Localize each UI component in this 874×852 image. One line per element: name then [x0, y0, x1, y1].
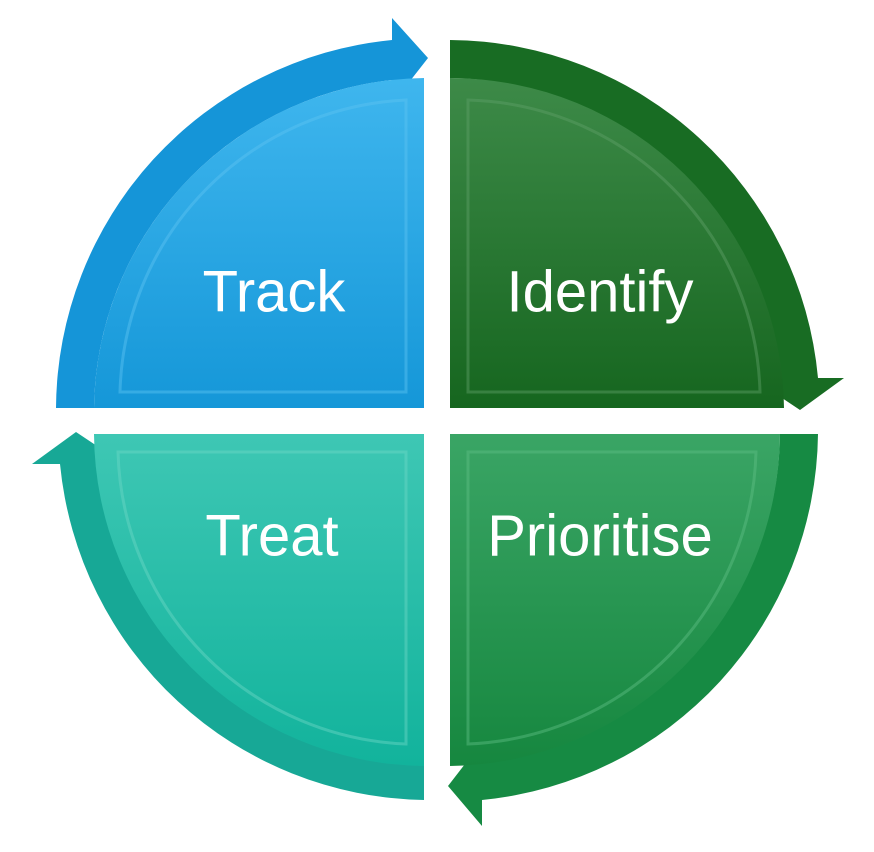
identify-bevel — [466, 98, 762, 394]
identify-ring-arrow — [450, 40, 844, 410]
track-bevel — [118, 98, 408, 394]
identify-fill — [450, 78, 784, 408]
track-ring-arrow — [56, 18, 428, 408]
treat-fill — [94, 434, 424, 766]
prioritise-label: Prioritise — [487, 503, 713, 568]
prioritise-ring-arrow — [448, 434, 818, 826]
treat-bevel — [116, 450, 408, 746]
prioritise-bevel — [466, 450, 758, 746]
quadrant-identify: Identify — [450, 40, 844, 410]
prioritise-fill — [450, 434, 780, 766]
quadrant-track: Track — [56, 18, 428, 408]
quadrant-prioritise: Prioritise — [448, 434, 818, 826]
identify-label: Identify — [507, 259, 694, 324]
track-fill — [94, 78, 424, 408]
quadrant-treat: Treat — [32, 432, 424, 800]
track-label: Track — [203, 259, 347, 324]
treat-label: Treat — [205, 503, 338, 568]
